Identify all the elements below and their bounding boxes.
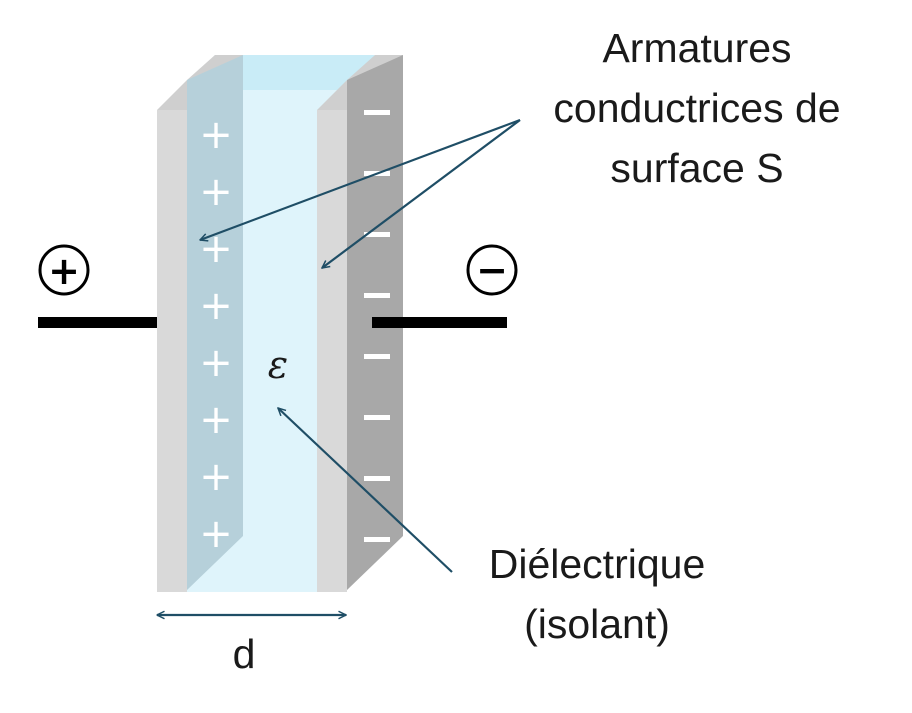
arrow-to-left-plate bbox=[200, 118, 521, 240]
negative-charge bbox=[364, 232, 390, 237]
positive-charge: + bbox=[199, 283, 233, 329]
negative-charge bbox=[364, 354, 390, 359]
positive-charges: ++++++++ bbox=[199, 112, 233, 557]
positive-charge: + bbox=[199, 511, 233, 557]
svg-text:(isolant): (isolant) bbox=[524, 601, 670, 647]
dielectric-label: Diélectrique (isolant) bbox=[489, 541, 706, 647]
negative-charge bbox=[364, 537, 390, 542]
negative-charge bbox=[364, 415, 390, 420]
negative-charge bbox=[364, 293, 390, 298]
svg-text:Diélectrique: Diélectrique bbox=[489, 541, 706, 587]
armatures-label: Armatures conductrices de surface S bbox=[553, 25, 840, 191]
positive-charge: + bbox=[199, 340, 233, 386]
negative-wire bbox=[372, 317, 507, 328]
negative-charge bbox=[364, 476, 390, 481]
positive-terminal-symbol: + bbox=[48, 249, 80, 293]
positive-terminal-icon: + bbox=[38, 244, 90, 296]
positive-charge: + bbox=[199, 454, 233, 500]
positive-wire bbox=[38, 317, 157, 328]
distance-label: d bbox=[233, 631, 256, 677]
permittivity-symbol: ε bbox=[268, 343, 288, 387]
arrow-to-dielectric bbox=[278, 408, 453, 573]
negative-terminal-icon: − bbox=[466, 244, 518, 296]
positive-charge: + bbox=[199, 112, 233, 158]
negative-charge bbox=[364, 110, 390, 115]
arrow-to-right-plate bbox=[322, 119, 521, 268]
positive-charge: + bbox=[199, 397, 233, 443]
left-plate bbox=[157, 55, 243, 592]
positive-charge: + bbox=[199, 169, 233, 215]
negative-terminal-symbol: − bbox=[476, 248, 508, 292]
svg-text:surface S: surface S bbox=[610, 145, 783, 191]
svg-text:conductrices de: conductrices de bbox=[553, 85, 840, 131]
svg-text:Armatures: Armatures bbox=[602, 25, 791, 71]
